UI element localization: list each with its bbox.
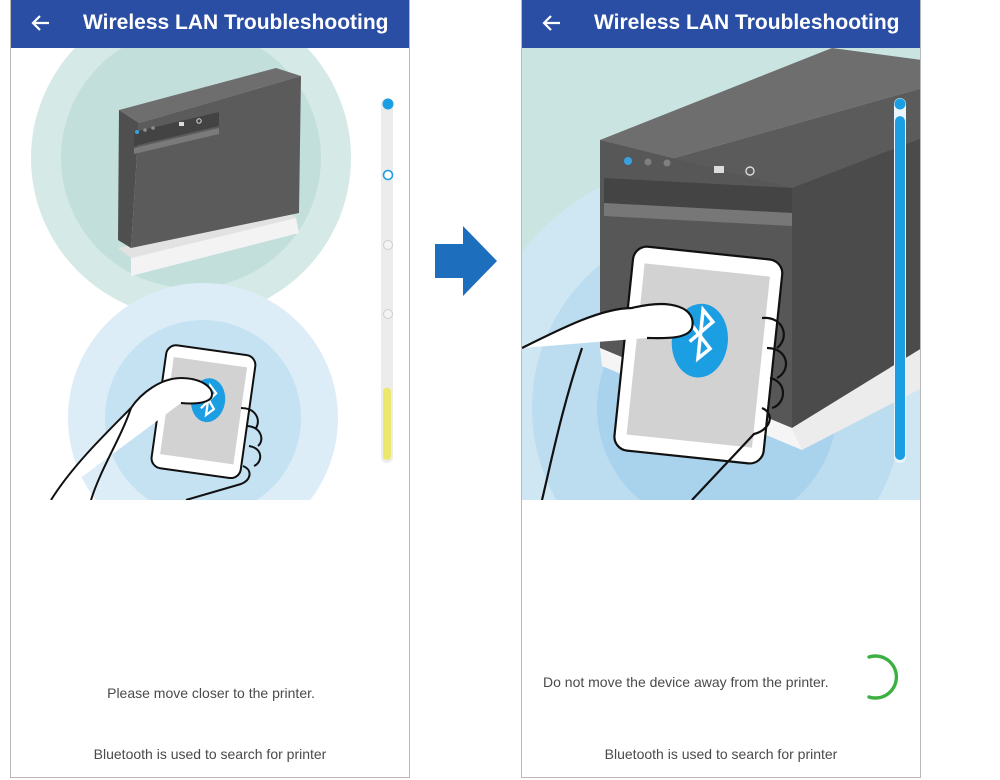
signal-level-bar (895, 116, 905, 460)
app-bar: Wireless LAN Troubleshooting (522, 0, 920, 48)
signal-dot-1 (382, 98, 394, 110)
status-message: Please move closer to the printer. (107, 685, 315, 701)
status-message: Do not move the device away from the pri… (543, 674, 829, 690)
illustration-searching (31, 48, 394, 500)
signal-indicator (381, 98, 394, 463)
back-arrow-icon[interactable] (538, 9, 566, 37)
illustration-connecting (522, 48, 920, 500)
loading-spinner-icon (867, 654, 899, 700)
signal-dot-1 (894, 98, 906, 110)
signal-dot-2 (382, 169, 394, 181)
signal-dot-3 (383, 240, 393, 250)
screen-searching: Wireless LAN Troubleshooting (10, 0, 410, 778)
page-title: Wireless LAN Troubleshooting (83, 11, 389, 34)
screen-connecting: Wireless LAN Troubleshooting (521, 0, 921, 778)
footer-note: Bluetooth is used to search for printer (93, 746, 327, 762)
signal-level-bar (383, 387, 391, 460)
signal-dot-4 (383, 309, 393, 319)
app-bar: Wireless LAN Troubleshooting (11, 0, 409, 48)
footer-note: Bluetooth is used to search for printer (604, 746, 838, 762)
page-title: Wireless LAN Troubleshooting (594, 11, 900, 34)
back-arrow-icon[interactable] (27, 9, 55, 37)
flow-arrow-icon (435, 226, 497, 296)
printer-image (118, 68, 301, 276)
signal-indicator (894, 98, 906, 463)
